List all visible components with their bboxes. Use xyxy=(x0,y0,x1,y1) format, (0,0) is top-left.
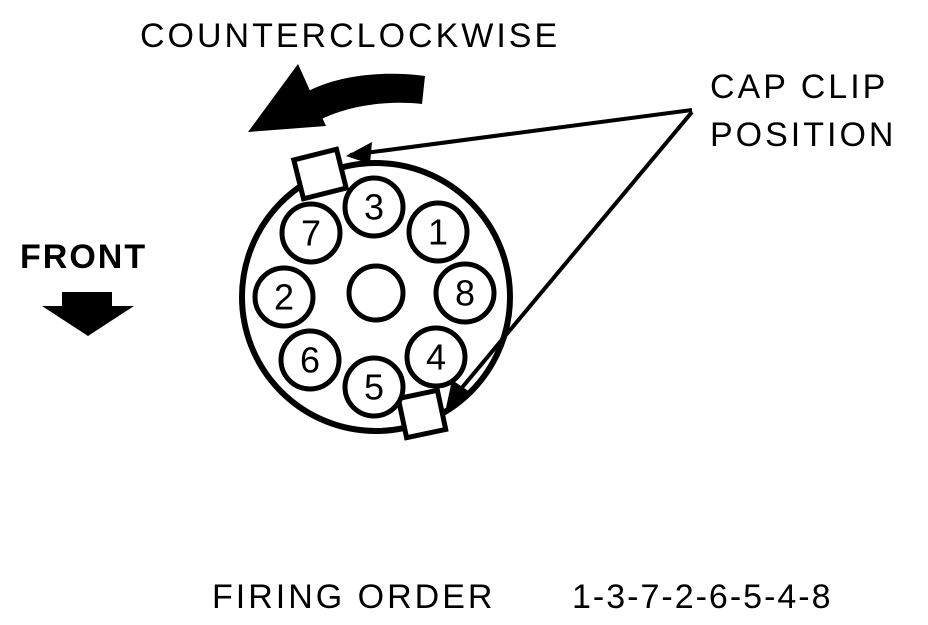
cap-clip-bottom xyxy=(395,387,449,441)
cap-clip-top xyxy=(290,146,350,202)
terminal-2: 2 xyxy=(252,265,316,329)
terminal-8: 8 xyxy=(433,261,497,325)
terminal-number: 8 xyxy=(455,273,475,314)
distributor-cap-outline xyxy=(239,160,513,434)
terminal-4: 4 xyxy=(404,325,468,389)
terminal-number: 7 xyxy=(301,213,321,254)
leader-arrowhead-top xyxy=(346,142,372,164)
terminal-number: 6 xyxy=(300,340,320,381)
front-label: FRONT xyxy=(20,238,147,276)
curved-arrow-left-icon xyxy=(248,64,425,132)
terminal-number: 3 xyxy=(364,187,384,228)
cap-clip-label-line1: CAP CLIP xyxy=(710,68,888,106)
terminal-1: 1 xyxy=(406,200,470,264)
terminal-number: 4 xyxy=(426,337,446,378)
direction-label: COUNTERCLOCKWISE xyxy=(140,17,560,55)
terminal-6: 6 xyxy=(278,328,342,392)
terminal-3: 3 xyxy=(342,175,406,239)
terminal-7: 7 xyxy=(279,201,343,265)
leader-arrowhead-bottom xyxy=(446,380,470,408)
down-arrow-icon xyxy=(42,292,134,336)
terminal-number: 1 xyxy=(428,212,448,253)
terminal-number: 5 xyxy=(364,367,384,408)
firing-order-value: 1-3-7-2-6-5-4-8 xyxy=(572,578,833,616)
center-terminal xyxy=(346,263,406,323)
cap-clip-leader-lines xyxy=(349,108,694,404)
terminal-5: 5 xyxy=(342,355,406,419)
terminal-number: 2 xyxy=(274,277,294,318)
cap-clip-label-line2: POSITION xyxy=(710,116,896,154)
firing-order-label: FIRING ORDER xyxy=(212,578,495,616)
